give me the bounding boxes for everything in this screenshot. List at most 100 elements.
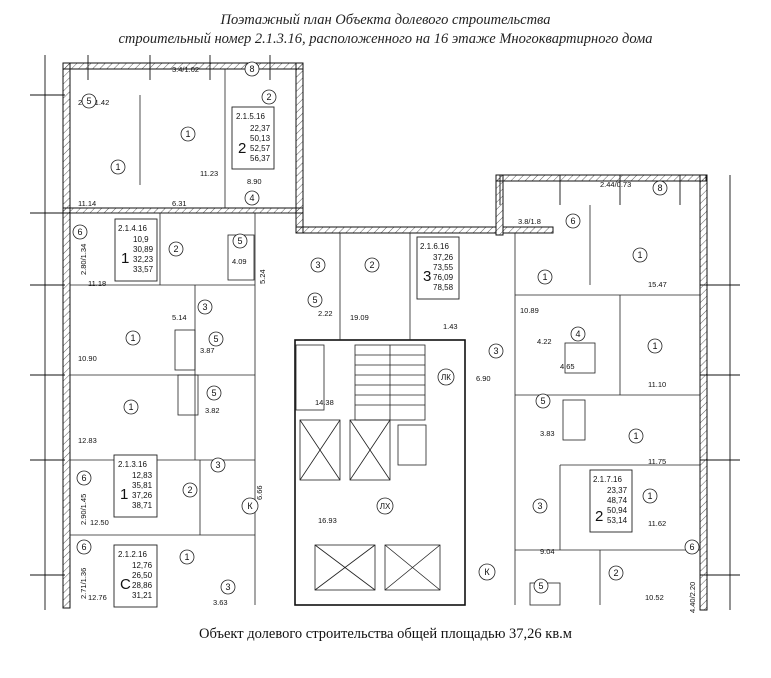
svg-text:76,09: 76,09	[433, 273, 454, 282]
svg-text:5: 5	[538, 581, 543, 591]
svg-text:2.80/1.34: 2.80/1.34	[79, 244, 88, 275]
svg-text:11.23: 11.23	[200, 169, 218, 178]
svg-text:6: 6	[81, 473, 86, 483]
svg-text:1: 1	[542, 272, 547, 282]
svg-text:4.65: 4.65	[560, 362, 575, 371]
svg-text:К: К	[247, 501, 253, 511]
apartment-label-2.1.6.16: 2.1.6.16 3 37,26 73,55 76,09 78,58	[416, 236, 460, 300]
svg-text:2.1.6.16: 2.1.6.16	[420, 242, 449, 251]
svg-text:2.90/1.45: 2.90/1.45	[79, 494, 88, 525]
plan-title: Поэтажный план Объекта долевого строител…	[220, 12, 551, 28]
svg-text:5: 5	[211, 388, 216, 398]
svg-text:2: 2	[369, 260, 374, 270]
svg-text:2.1.5.16: 2.1.5.16	[236, 112, 265, 121]
svg-text:2: 2	[613, 568, 618, 578]
svg-text:4.40/2.20: 4.40/2.20	[688, 582, 697, 613]
svg-text:1: 1	[184, 552, 189, 562]
apartment-label-2.1.4.16: 2.1.4.16 1 10,9 30,89 32,23 33,57	[114, 218, 158, 282]
svg-text:1: 1	[647, 491, 652, 501]
partition-walls	[70, 69, 700, 605]
svg-text:12.50: 12.50	[90, 518, 109, 527]
svg-text:6.90: 6.90	[476, 374, 491, 383]
svg-text:5: 5	[86, 96, 91, 106]
svg-text:10.89: 10.89	[520, 306, 539, 315]
svg-text:52,57: 52,57	[250, 144, 271, 153]
svg-text:78,58: 78,58	[433, 283, 454, 292]
room-area-labels: 3.4/1.02 2.84/1.42 11.23 8.90 11.14 6.31…	[78, 65, 697, 613]
svg-text:10,9: 10,9	[133, 235, 149, 244]
svg-text:С: С	[120, 576, 131, 593]
svg-text:2.1.4.16: 2.1.4.16	[118, 224, 147, 233]
svg-text:33,57: 33,57	[133, 265, 154, 274]
svg-text:1: 1	[121, 250, 129, 267]
svg-text:1: 1	[185, 129, 190, 139]
room-type-tags: 8 5 2 1 1 4 6 2 5 3 2 5 8 6 1 1 4 1 3 ЛК…	[72, 61, 700, 595]
svg-text:5.14: 5.14	[172, 313, 187, 322]
svg-text:8: 8	[657, 183, 662, 193]
svg-text:10.90: 10.90	[78, 354, 97, 363]
svg-text:3.4/1.02: 3.4/1.02	[172, 65, 199, 74]
svg-text:2.1.2.16: 2.1.2.16	[118, 550, 147, 559]
floor-plan-drawing: 2.1.5.16 2 22,37 50,13 52,57 56,37 2.1.4…	[30, 55, 740, 613]
svg-text:6: 6	[81, 542, 86, 552]
svg-text:1: 1	[637, 250, 642, 260]
svg-text:10.52: 10.52	[645, 593, 664, 602]
svg-text:3.82: 3.82	[205, 406, 220, 415]
apartment-label-2.1.7.16: 2.1.7.16 2 23,37 48,74 50,94 53,14	[589, 469, 633, 533]
svg-text:11.62: 11.62	[648, 519, 666, 528]
svg-text:2.1.7.16: 2.1.7.16	[593, 475, 622, 484]
stair-core	[299, 344, 441, 591]
svg-text:16.93: 16.93	[318, 516, 337, 525]
svg-text:50,94: 50,94	[607, 506, 628, 515]
svg-text:2: 2	[595, 508, 603, 525]
svg-text:2: 2	[187, 485, 192, 495]
svg-text:11.75: 11.75	[648, 457, 666, 466]
apartment-label-2.1.5.16: 2.1.5.16 2 22,37 50,13 52,57 56,37	[231, 106, 275, 170]
svg-text:4: 4	[249, 193, 254, 203]
svg-text:2: 2	[266, 92, 271, 102]
svg-text:37,26: 37,26	[132, 491, 153, 500]
svg-text:11.18: 11.18	[88, 279, 106, 288]
svg-text:1: 1	[115, 162, 120, 172]
svg-text:8: 8	[249, 64, 254, 74]
svg-text:6: 6	[570, 216, 575, 226]
svg-text:3.87: 3.87	[200, 346, 215, 355]
svg-text:К: К	[484, 567, 490, 577]
svg-text:6.66: 6.66	[255, 485, 264, 500]
svg-text:12.76: 12.76	[88, 593, 107, 602]
svg-text:22,37: 22,37	[250, 124, 271, 133]
svg-text:3: 3	[537, 501, 542, 511]
svg-text:73,55: 73,55	[433, 263, 454, 272]
svg-text:14.38: 14.38	[315, 398, 334, 407]
svg-text:23,37: 23,37	[607, 486, 628, 495]
svg-text:3: 3	[202, 302, 207, 312]
svg-text:48,74: 48,74	[607, 496, 628, 505]
svg-text:2.1.3.16: 2.1.3.16	[118, 460, 147, 469]
svg-text:3.83: 3.83	[540, 429, 555, 438]
svg-text:50,13: 50,13	[250, 134, 271, 143]
svg-text:ЛХ: ЛХ	[380, 502, 391, 511]
svg-text:11.10: 11.10	[648, 380, 666, 389]
svg-text:32,23: 32,23	[133, 255, 154, 264]
svg-text:4.09: 4.09	[232, 257, 247, 266]
svg-text:2.71/1.36: 2.71/1.36	[79, 568, 88, 599]
svg-text:1.43: 1.43	[443, 322, 458, 331]
svg-text:35,81: 35,81	[132, 481, 153, 490]
svg-text:2.22: 2.22	[318, 309, 333, 318]
svg-text:31,21: 31,21	[132, 591, 153, 600]
svg-text:3: 3	[225, 582, 230, 592]
svg-text:1: 1	[128, 402, 133, 412]
svg-text:6.31: 6.31	[172, 199, 187, 208]
svg-text:5: 5	[213, 334, 218, 344]
svg-text:4: 4	[575, 329, 580, 339]
svg-text:11.14: 11.14	[78, 199, 96, 208]
svg-text:37,26: 37,26	[433, 253, 454, 262]
svg-text:4.22: 4.22	[537, 337, 552, 346]
svg-text:56,37: 56,37	[250, 154, 271, 163]
svg-text:5.24: 5.24	[258, 269, 267, 284]
plan-subtitle: строительный номер 2.1.3.16, расположенн…	[118, 31, 653, 47]
svg-text:1: 1	[120, 486, 128, 503]
svg-text:3: 3	[315, 260, 320, 270]
svg-text:5: 5	[312, 295, 317, 305]
svg-text:1: 1	[633, 431, 638, 441]
